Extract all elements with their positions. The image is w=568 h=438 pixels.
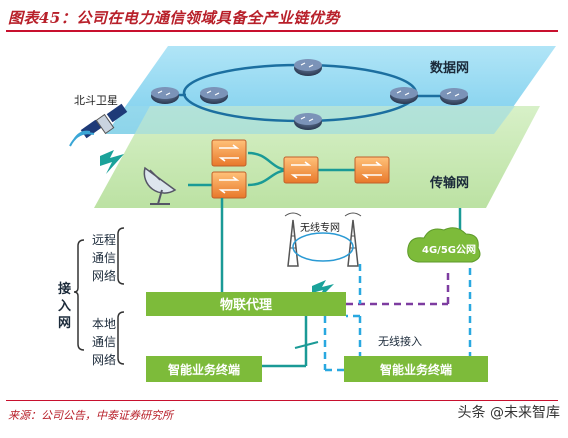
terminal-left-label: 智能业务终端 <box>167 362 240 377</box>
figure-title-bar: 图表45：公司在电力通信领域具备全产业链优势 <box>6 4 558 32</box>
cellular-net-label: 4G/5G公网 <box>422 244 476 256</box>
switch-icon <box>354 156 390 184</box>
router-icon <box>294 113 322 130</box>
local-net-label: 本地 通信 网络 <box>92 317 120 367</box>
router-icon <box>200 87 228 104</box>
iot-proxy-box <box>146 292 346 316</box>
terminal-right-label: 智能业务终端 <box>379 362 452 377</box>
bottom-rule <box>6 400 558 401</box>
data-network-label: 数据网 <box>430 60 469 76</box>
dish-antenna-icon <box>143 166 177 205</box>
transmission-network-label: 传输网 <box>429 175 469 191</box>
iot-proxy-label: 物联代理 <box>220 297 272 313</box>
router-icon <box>151 87 179 104</box>
figure-title: 图表45：公司在电力通信领域具备全产业链优势 <box>8 9 340 27</box>
switch-icon <box>211 139 247 167</box>
router-icon <box>390 87 418 104</box>
wireless-private-net-label: 无线专网 <box>300 221 340 234</box>
wireless-access-label: 无线接入 <box>378 334 422 348</box>
watermark: 头条 @未来智库 <box>457 405 560 421</box>
lightning-icon <box>312 280 334 300</box>
remote-net-label: 远程 通信 网络 <box>92 232 120 283</box>
access-net-label: 接 入 网 <box>58 281 76 331</box>
switch-icon <box>283 156 319 184</box>
router-icon <box>440 88 468 105</box>
terminal-left-box <box>146 356 262 382</box>
router-icon <box>294 59 322 76</box>
satellite-icon <box>69 103 128 147</box>
radio-tower-icon <box>344 212 362 267</box>
source-note: 来源：公司公告，中泰证券研究所 <box>8 409 173 422</box>
satellite-label: 北斗卫星 <box>74 94 118 107</box>
lightning-icon <box>100 150 124 174</box>
switch-icon <box>211 171 247 199</box>
terminal-right-box <box>344 356 488 382</box>
cloud-icon <box>407 227 481 263</box>
